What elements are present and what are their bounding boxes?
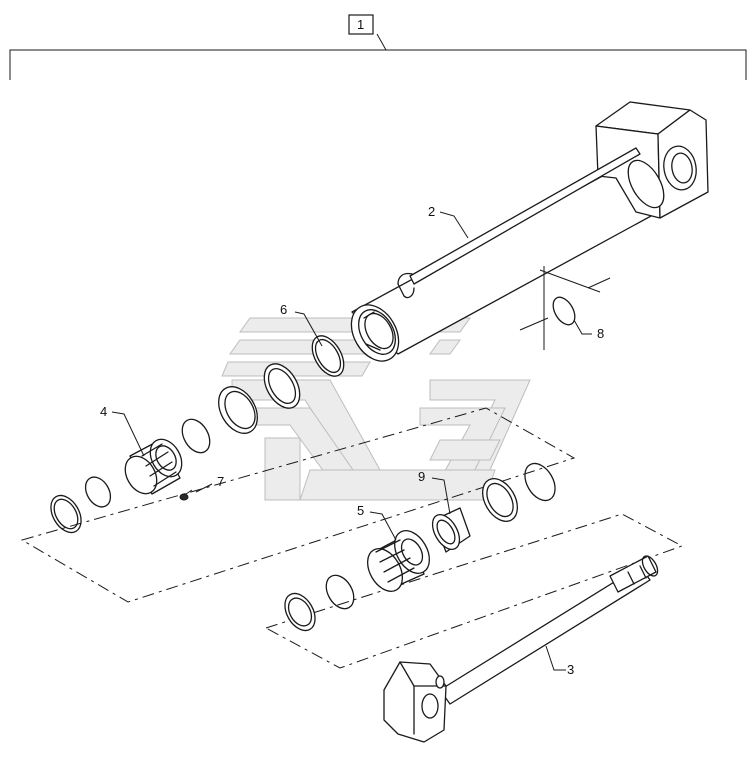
leader-lines <box>111 211 592 671</box>
rod-group-boundary <box>264 513 684 669</box>
cylinder-barrel[interactable] <box>342 101 709 369</box>
callout-9: 9 <box>418 469 425 484</box>
center-lines-barrel <box>519 266 611 350</box>
callout-8: 8 <box>597 326 604 341</box>
callout-2: 2 <box>428 204 435 219</box>
watermark-logo <box>221 317 531 501</box>
set-screw-7[interactable] <box>179 489 193 501</box>
callout-4: 4 <box>100 404 107 419</box>
piston-rod-3[interactable] <box>383 553 661 743</box>
callout-3: 3 <box>567 662 574 677</box>
o-ring-8[interactable] <box>549 294 580 329</box>
seal-rings-lower-left[interactable] <box>45 473 116 538</box>
piston-4[interactable] <box>119 434 188 500</box>
assembly-label-box[interactable] <box>348 14 374 35</box>
bushing-9[interactable] <box>427 507 471 554</box>
callout-7: 7 <box>217 474 224 489</box>
assembly-label: 1 <box>357 17 364 32</box>
callout-6: 6 <box>280 302 287 317</box>
piston-group-boundary <box>20 407 576 603</box>
assembly-bracket <box>9 33 747 80</box>
seal-rings-upper[interactable] <box>177 330 351 457</box>
seal-rings-lower[interactable] <box>279 570 360 635</box>
rod-guide-5[interactable] <box>361 525 437 598</box>
callout-5: 5 <box>357 503 364 518</box>
seal-rings-right[interactable] <box>476 458 562 527</box>
